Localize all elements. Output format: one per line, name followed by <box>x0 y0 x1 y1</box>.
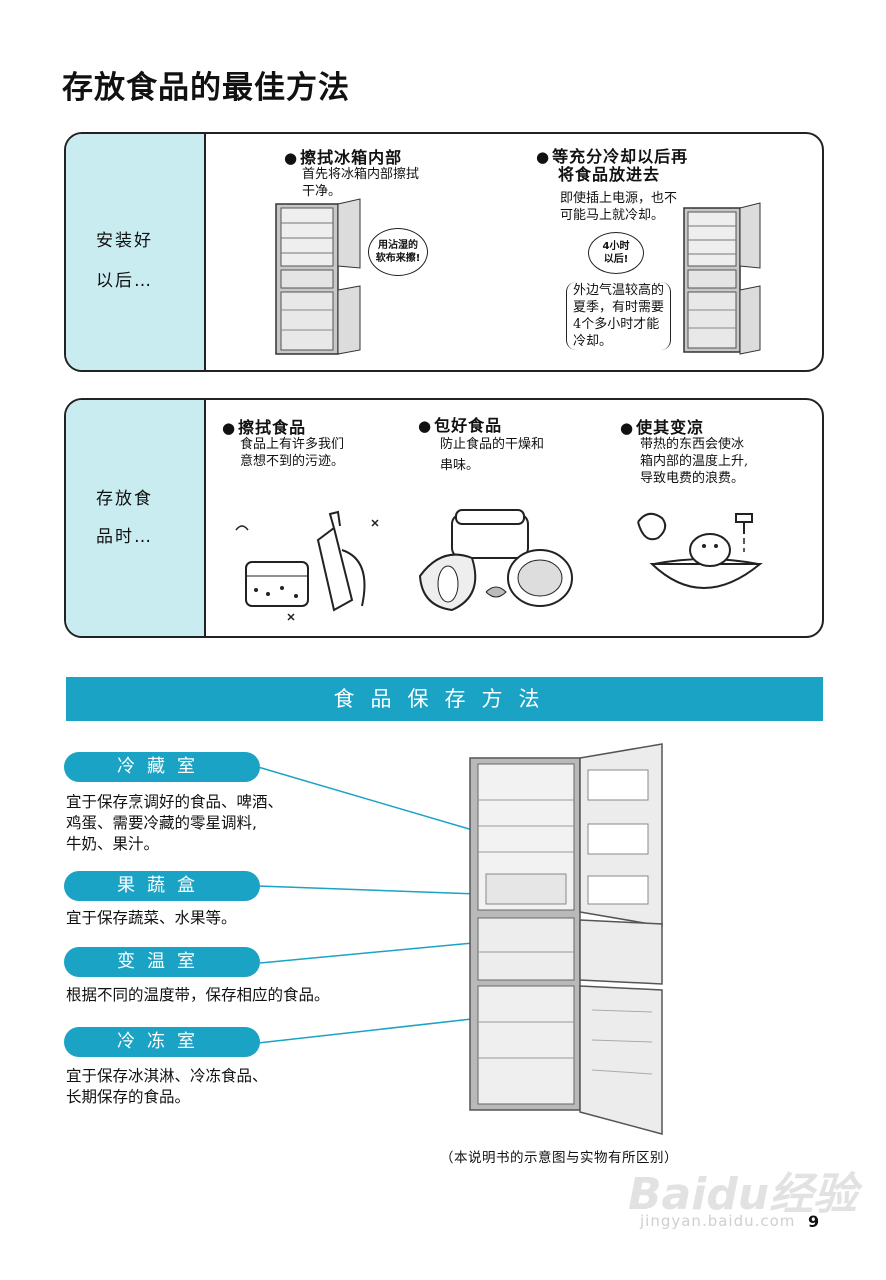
freezer-label: 冷冻室 <box>64 1027 260 1057</box>
open-fridge-illustration <box>683 202 761 355</box>
wipe-food-desc: 食品上有许多我们 意想不到的污迹。 <box>240 437 345 469</box>
chiller-desc: 宜于保存烹调好的食品、啤酒、 鸡蛋、需要冷藏的零星调料, 牛奶、果汁。 <box>66 793 284 853</box>
bullet-icon: ● <box>222 419 237 437</box>
open-fridge-illustration <box>275 198 361 355</box>
wipe-food-heading: ●擦拭食品 <box>222 418 307 437</box>
watermark-url: jingyan.baidu.com <box>640 1212 796 1230</box>
four-hours-bubble: 4小时以后! <box>588 232 644 274</box>
side-label-line1: 安装好 <box>96 231 153 251</box>
wrap-food-illustration <box>418 509 573 612</box>
cloth-tip-bubble: 用沾湿的软布来擦! <box>368 228 428 276</box>
wipe-food-illustration <box>235 510 379 621</box>
storing-food-side: 存放食 品时… <box>66 400 206 636</box>
food-storage-banner: 食品保存方法 <box>66 677 823 721</box>
fridge-diagram <box>257 743 663 1135</box>
cool-food-desc: 带热的东西会使冰 箱内部的温度上升, 导致电费的浪费。 <box>640 437 749 486</box>
cool-food-heading: ●使其变凉 <box>620 418 705 437</box>
storing-food-panel: 存放食 品时… ●擦拭食品 食品上有许多我们 意想不到的污迹。 ●包好食品 防止… <box>64 398 824 638</box>
freezer-desc: 宜于保存冰淇淋、冷冻食品、 长期保存的食品。 <box>66 1067 268 1106</box>
after-install-side: 安装好 以后… <box>66 134 206 370</box>
side-label-line1: 存放食 <box>96 489 153 509</box>
page-number: 9 <box>808 1212 820 1231</box>
side-label-line2: 品时… <box>96 527 153 547</box>
summer-note: 外边气温较高的 夏季，有时需要 4个多小时才能 冷却。 <box>566 282 672 350</box>
crisper-desc: 宜于保存蔬菜、水果等。 <box>66 909 237 927</box>
wrap-food-desc: 防止食品的干燥和 串味。 <box>440 437 545 473</box>
bullet-icon: ● <box>284 149 299 167</box>
cool-first-desc: 即使插上电源，也不 可能马上就冷却。 <box>560 191 678 223</box>
side-label-line2: 以后… <box>96 271 153 291</box>
variable-temp-desc: 根据不同的温度带，保存相应的食品。 <box>66 986 330 1004</box>
cooling-pot-illustration <box>637 512 763 589</box>
clean-fridge-heading: ●擦拭冰箱内部 <box>284 148 403 167</box>
chiller-label: 冷藏室 <box>64 752 260 782</box>
baidu-watermark: Baidu经验 <box>628 1169 858 1220</box>
after-install-panel: 安装好 以后… ●擦拭冰箱内部 首先将冰箱内部擦拭 干净。 用沾湿的软布来擦! … <box>64 132 824 372</box>
bullet-icon: ● <box>536 148 551 166</box>
page-title: 存放食品的最佳方法 <box>62 70 350 106</box>
bullet-icon: ● <box>620 419 635 437</box>
cool-first-heading: ●等充分冷却以后再 将食品放进去 <box>536 147 689 184</box>
crisper-label: 果蔬盒 <box>64 871 260 901</box>
figure-caption: （本说明书的示意图与实物有所区别） <box>440 1150 678 1166</box>
clean-fridge-desc: 首先将冰箱内部擦拭 干净。 <box>302 167 420 199</box>
bullet-icon: ● <box>418 417 433 435</box>
variable-temp-label: 变温室 <box>64 947 260 977</box>
wrap-food-heading: ●包好食品 <box>418 416 503 435</box>
